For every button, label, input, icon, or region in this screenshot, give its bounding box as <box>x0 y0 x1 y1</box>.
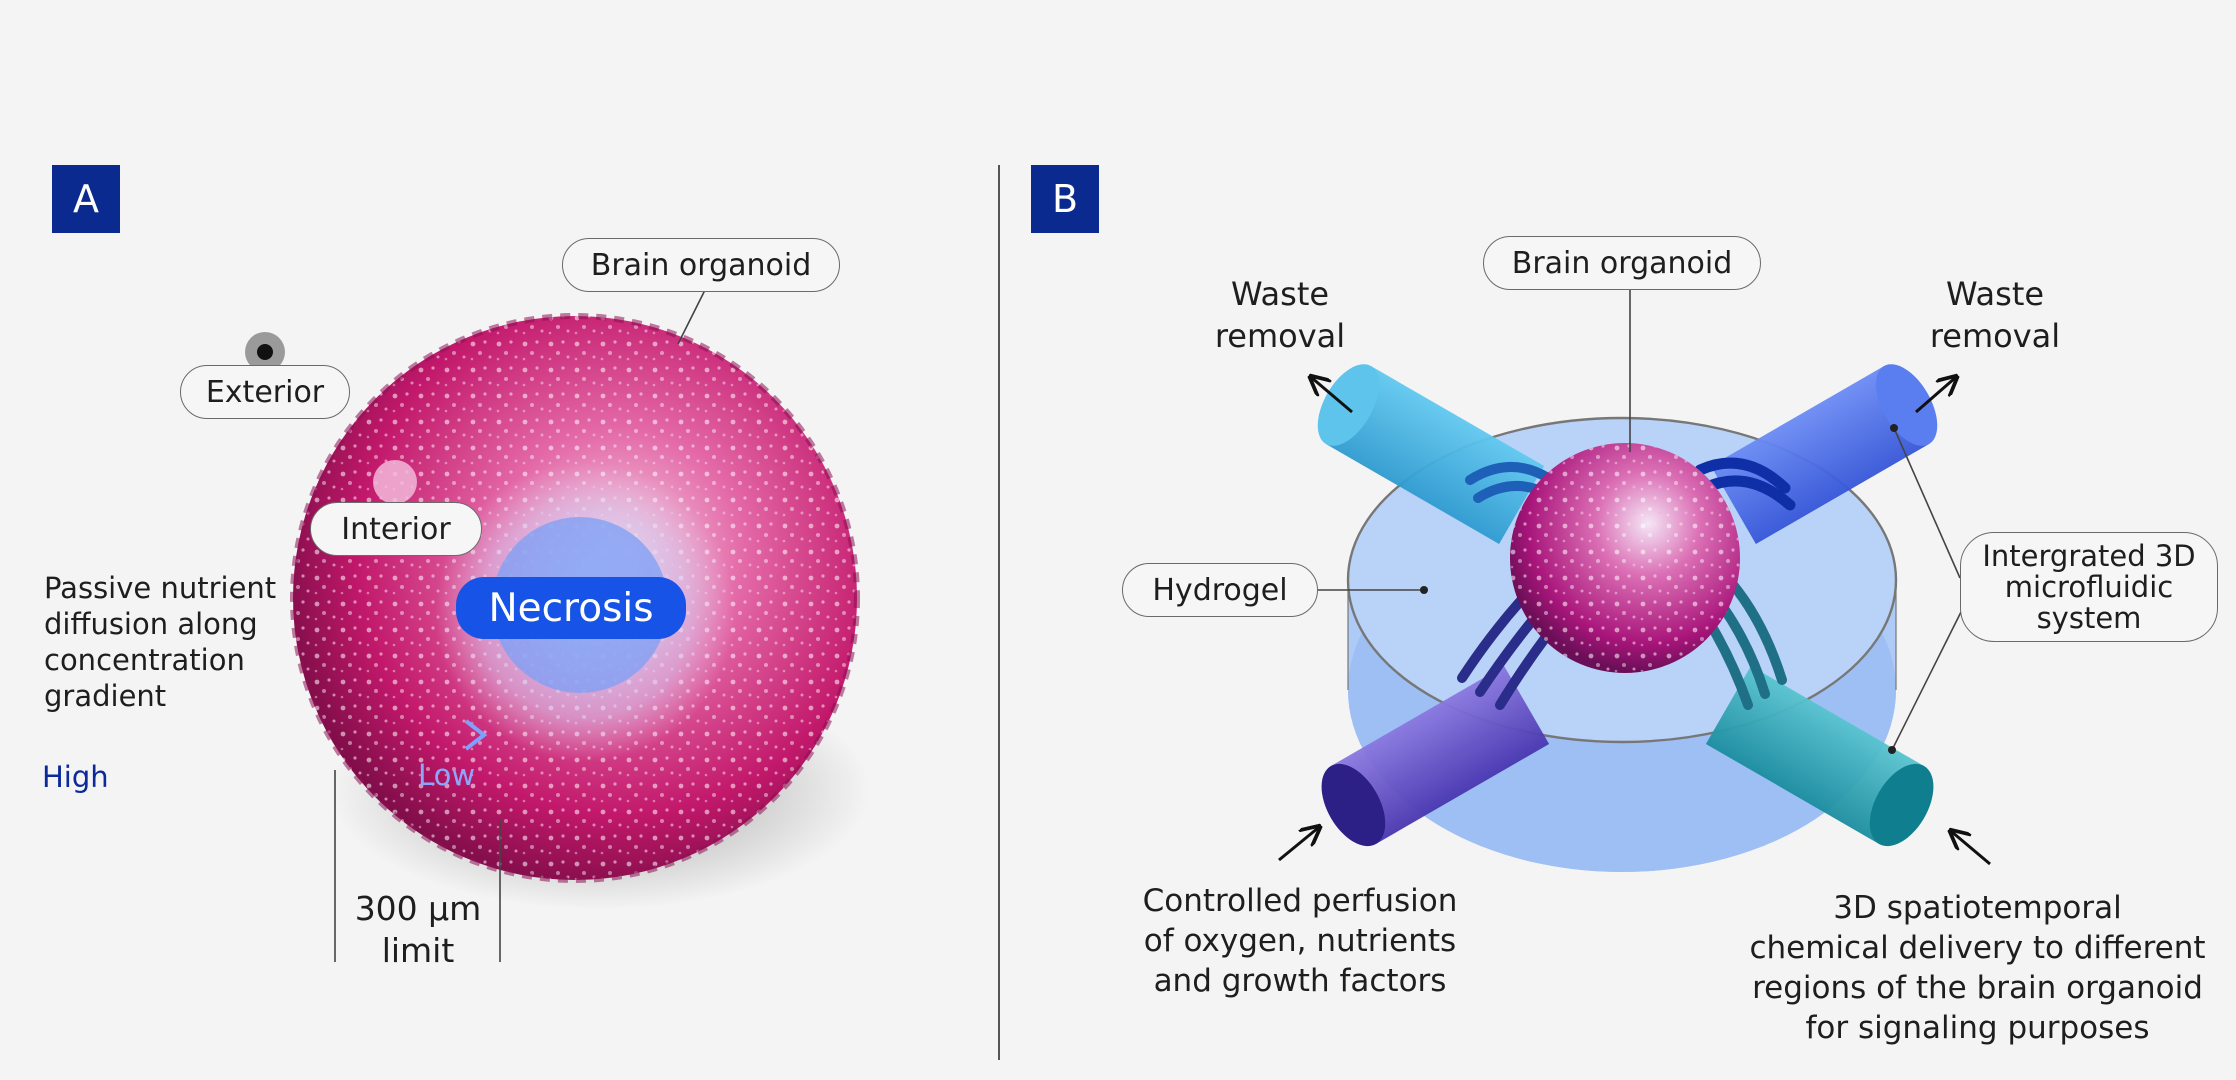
diffusion-line: Passive nutrient <box>44 571 277 605</box>
label-hydrogel: Hydrogel <box>1122 563 1318 617</box>
diffusion-line: concentration <box>44 643 245 677</box>
panel-badge-a: A <box>52 165 120 233</box>
leader-microfluidic-top <box>1893 427 1961 579</box>
delivery-line: regions of the brain organoid <box>1752 970 2203 1006</box>
microfluidic-line: microfluidic <box>2004 569 2174 604</box>
diffusion-arrowhead <box>464 719 488 751</box>
arrow-waste-left <box>1312 378 1353 414</box>
label-brain-organoid-b: Brain organoid <box>1483 236 1761 290</box>
label-interior: Interior <box>310 502 482 556</box>
diffusion-line: gradient <box>44 679 167 713</box>
delivery-description: 3D spatiotemporal chemical delivery to d… <box>1720 888 2235 1048</box>
label-brain-organoid-a: Brain organoid <box>562 238 840 292</box>
arrow-delivery <box>1952 832 1991 866</box>
perfusion-line: Controlled perfusion <box>1142 883 1458 919</box>
waste-line: removal <box>1929 317 2061 355</box>
arrow-perfusion <box>1278 828 1318 862</box>
leader-microfluidic-bottom <box>1891 601 1967 751</box>
limit-label: 300 µm limit <box>338 888 498 972</box>
perfusion-description: Controlled perfusion of oxygen, nutrient… <box>1110 881 1490 1001</box>
microfluidic-line: system <box>2036 600 2142 635</box>
label-exterior: Exterior <box>180 365 350 419</box>
leader-brain-organoid-a <box>677 289 706 345</box>
microfluidic-line: Intergrated 3D <box>1982 538 2196 573</box>
perfusion-line: of oxygen, nutrients <box>1143 923 1457 959</box>
panel-badge-b: B <box>1031 165 1099 233</box>
waste-line: Waste <box>1230 275 1330 313</box>
interior-cell <box>373 460 417 504</box>
tube-perfusion <box>1321 666 1550 847</box>
exterior-cell <box>245 332 285 372</box>
microfluidic-point-top <box>1890 424 1898 432</box>
limit-line: limit <box>381 931 455 970</box>
brain-organoid-b <box>1510 443 1740 673</box>
diffusion-line: diffusion along <box>44 607 258 641</box>
delivery-line: 3D spatiotemporal <box>1833 890 2122 926</box>
delivery-line: for signaling purposes <box>1805 1010 2150 1046</box>
delivery-line: chemical delivery to different <box>1749 930 2206 966</box>
arrow-waste-right <box>1915 378 1955 414</box>
label-necrosis: Necrosis <box>456 577 686 639</box>
waste-line: Waste <box>1945 275 2045 313</box>
waste-line: removal <box>1214 317 1346 355</box>
gradient-high-label: High <box>42 760 109 794</box>
panel-divider <box>998 165 1000 1060</box>
tube-waste-right <box>1710 364 1938 544</box>
tube-waste-left <box>1317 364 1545 544</box>
gradient-low-label: Low <box>418 758 476 792</box>
waste-removal-left: Waste removal <box>1200 273 1360 357</box>
microfluidic-point-bottom <box>1888 746 1896 754</box>
diffusion-description: Passive nutrient diffusion along concent… <box>44 570 276 714</box>
hydrogel-point <box>1420 586 1428 594</box>
tube-delivery <box>1705 666 1934 847</box>
label-microfluidic-system: Intergrated 3D microfluidic system <box>1960 532 2218 642</box>
perfusion-line: and growth factors <box>1153 963 1447 999</box>
waste-removal-right: Waste removal <box>1915 273 2075 357</box>
limit-line: 300 µm <box>354 889 482 928</box>
